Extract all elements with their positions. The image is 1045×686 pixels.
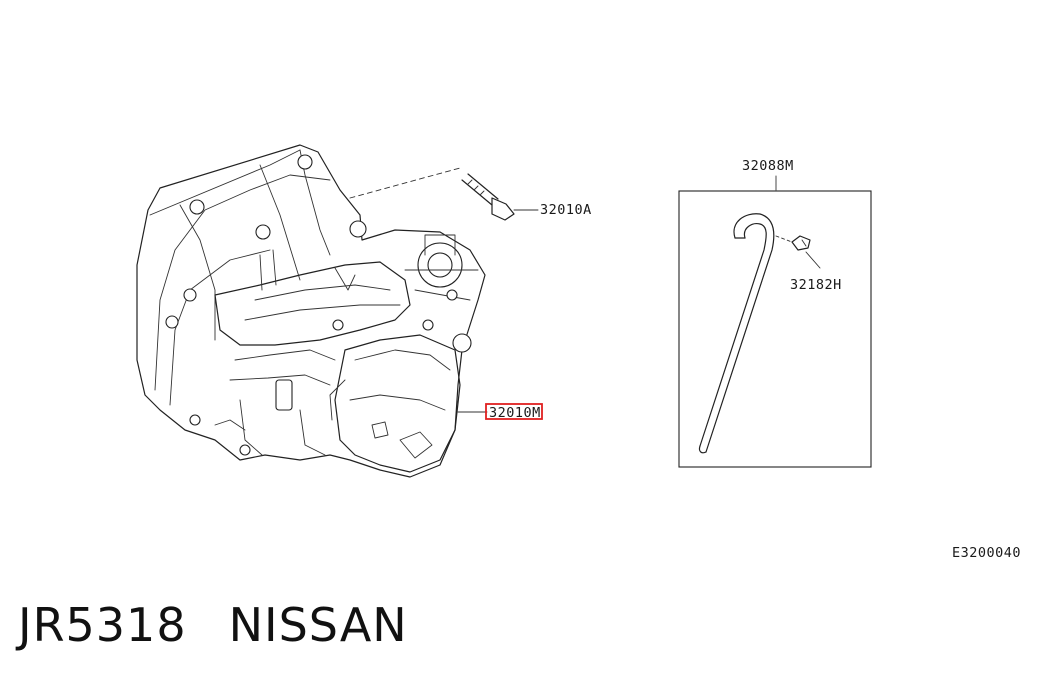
- bolt-drawing: [349, 167, 515, 221]
- bolt-callout: 32010A: [540, 202, 592, 218]
- caption-part-number: JR5318: [18, 598, 187, 652]
- clip-leader-line: [805, 251, 821, 269]
- caption: JR5318 NISSAN: [18, 598, 408, 652]
- figure-code: E3200040: [952, 545, 1021, 561]
- clip-callout: 32182H: [790, 277, 842, 293]
- caption-brand: NISSAN: [228, 598, 408, 652]
- transaxle-assembly-drawing: [136, 144, 486, 478]
- highlight-box: [485, 403, 543, 420]
- hose-clip-drawing: [775, 235, 811, 251]
- breather-kit-frame: [678, 190, 872, 468]
- breather-kit-callout: 32088M: [742, 158, 794, 174]
- breather-hose-drawing: [698, 213, 775, 454]
- transaxle-callout: 32010M: [489, 405, 541, 421]
